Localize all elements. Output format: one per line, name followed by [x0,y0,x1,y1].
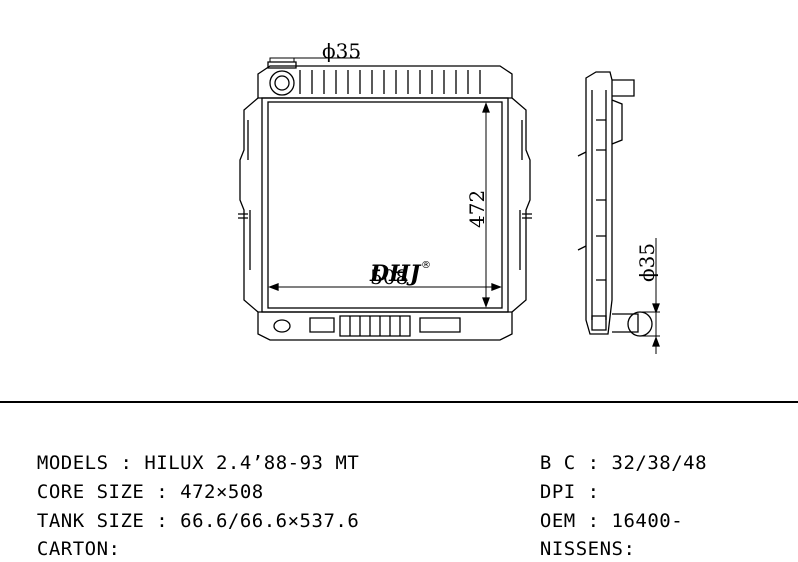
brand-logo: DHJ [369,261,422,287]
section-divider [0,401,798,403]
spec-bc: B C : 32/38/48 [539,452,708,474]
spec-core-size: CORE SIZE : 472×508 [36,481,264,503]
spec-tank-size: TANK SIZE : 66.6/66.6×537.6 [36,510,360,532]
spec-models: MODELS : HILUX 2.4’88-93 MT [36,452,360,474]
radiator-side-view [577,71,660,354]
core-height-dimension: 472 [465,190,489,228]
pipe-side-dimension: ϕ35 [635,243,659,282]
radiator-front-view [238,57,532,341]
registered-mark: ® [421,260,431,271]
spec-carton: CARTON: [36,538,121,560]
pipe-top-dimension: ϕ35 [322,39,361,63]
spec-dpi: DPI : [539,481,600,503]
spec-nissens: NISSENS: [539,538,636,560]
radiator-technical-drawing: ϕ35 472 508 ϕ35 DHJ ® [238,39,660,354]
core-width-dimension: 508 [370,265,408,289]
spec-oem: OEM : 16400- [539,510,684,532]
